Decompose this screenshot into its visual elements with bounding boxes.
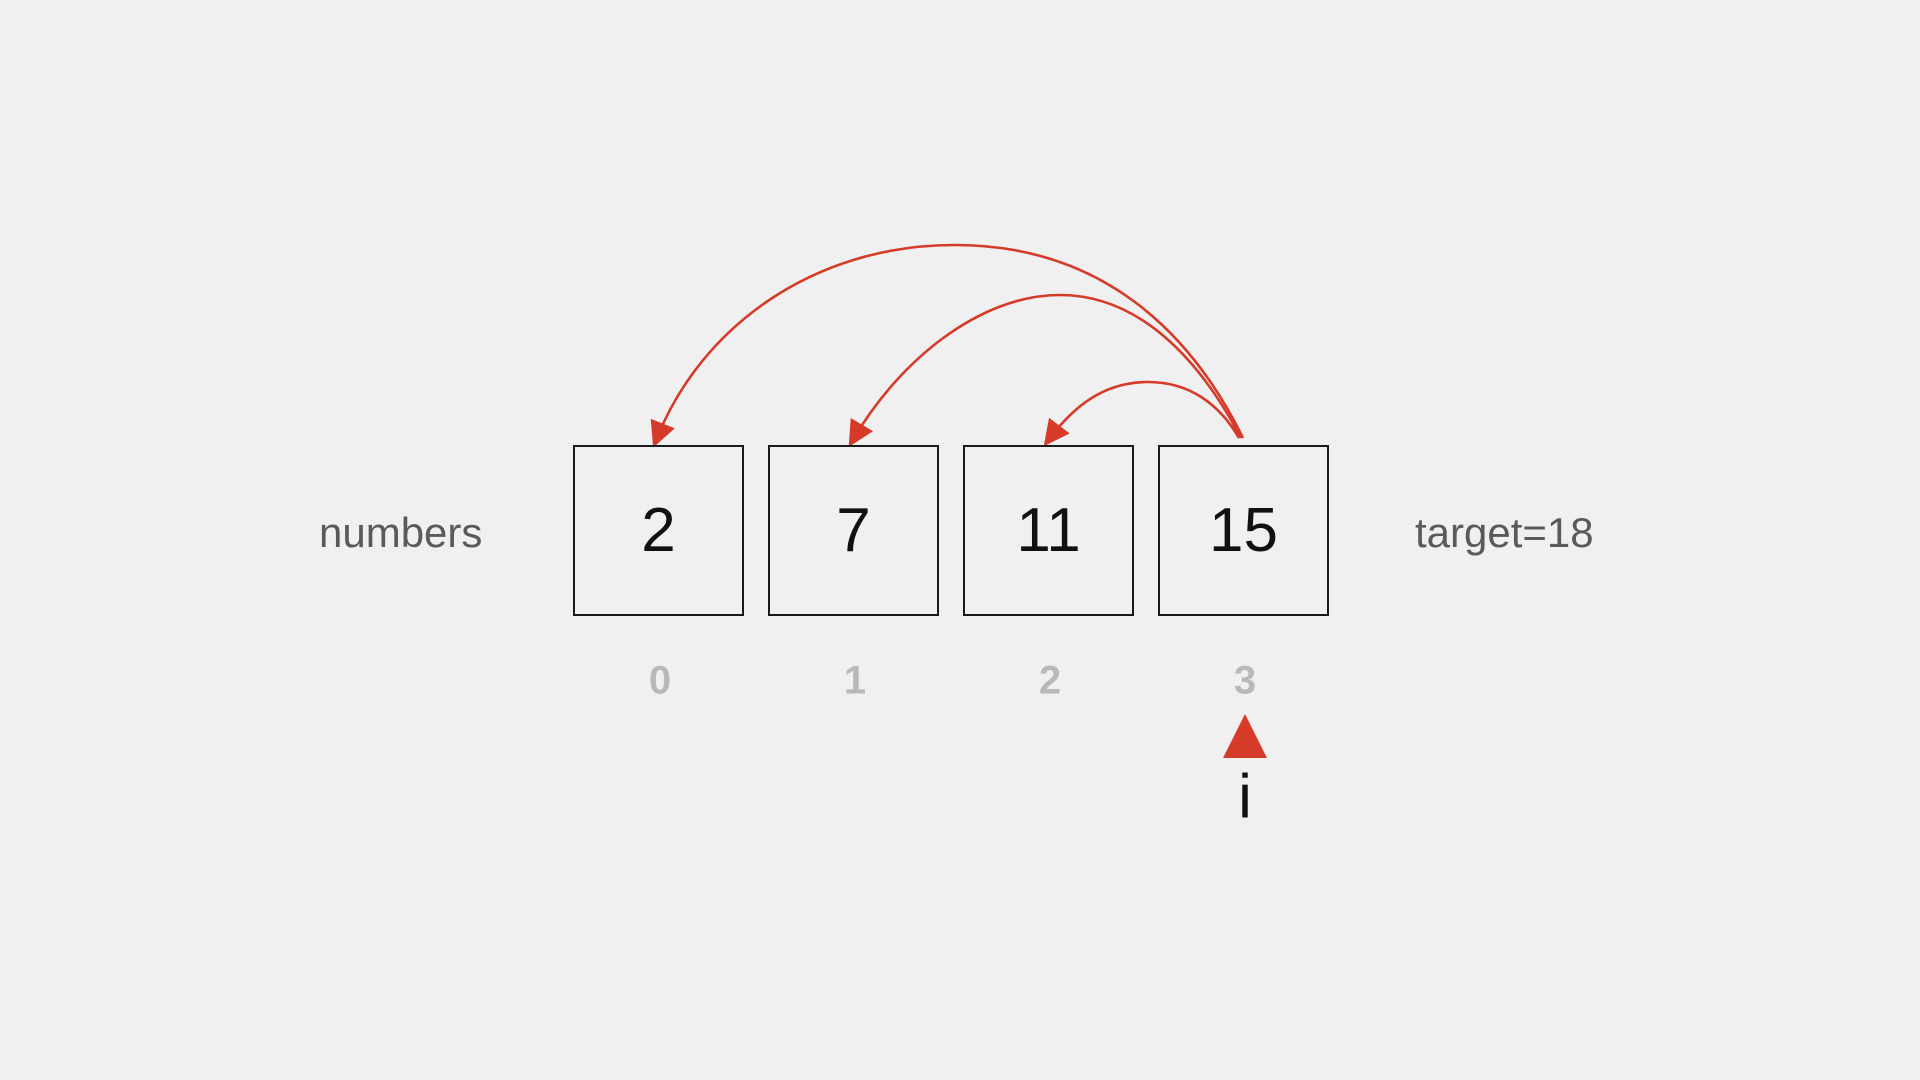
arrow-15-to-2 [650,243,1245,448]
array-name-label: numbers [319,509,483,556]
index-label-1: 1 [843,658,867,703]
array-cell-0: 2 [573,445,744,616]
index-label-3: 3 [1233,658,1257,703]
index-label-2: 2 [1038,658,1062,703]
array-cell-1: 7 [768,445,939,616]
arrow-15-to-11 [1043,380,1241,447]
array-cell-3: 15 [1158,445,1329,616]
index-label-0: 0 [648,658,672,703]
pointer-triangle-icon [1223,714,1267,758]
arrow-15-to-7 [848,293,1243,447]
array-cell-2: 11 [963,445,1134,616]
target-label: target=18 [1415,509,1594,556]
pointer-label: i [1238,762,1252,832]
